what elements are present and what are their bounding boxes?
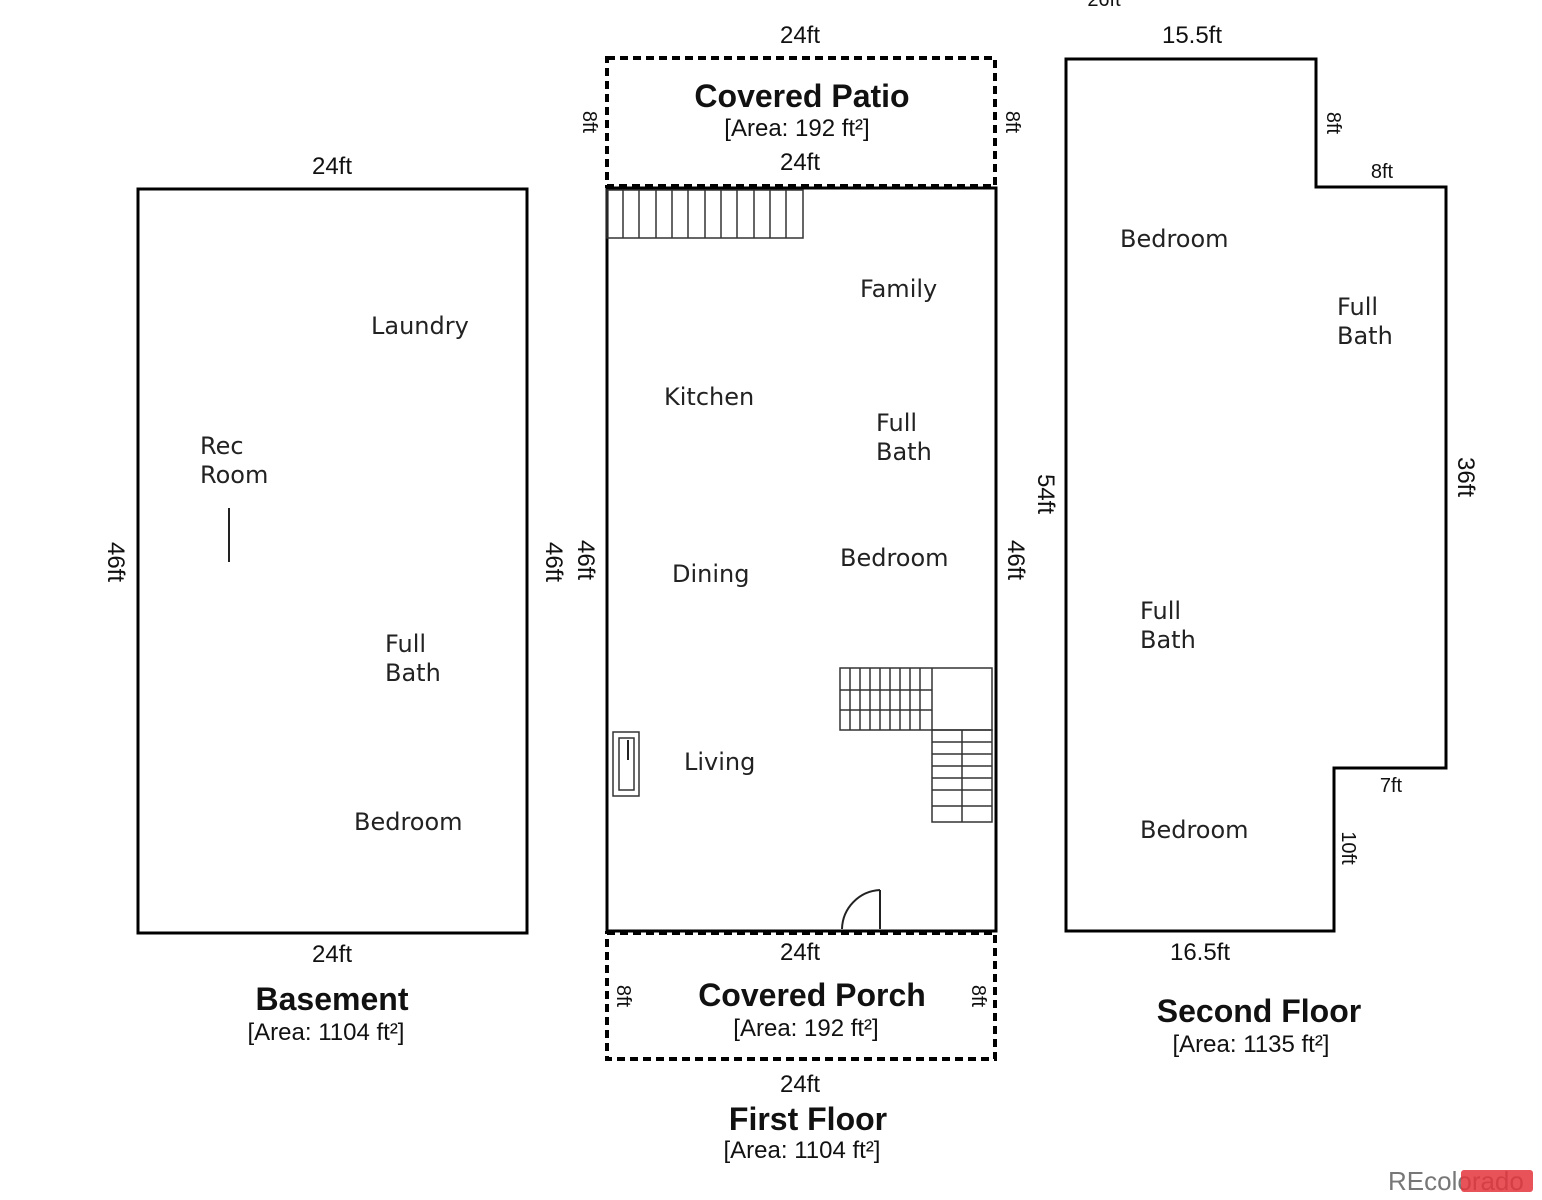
stairs-l-shaped (839, 667, 993, 823)
door-icon (841, 889, 881, 930)
basement-dim-left: 46ft (102, 542, 129, 582)
first-floor-title: First Floor (729, 1101, 887, 1137)
covered-porch-title: Covered Porch (698, 977, 926, 1013)
second-floor-dim-step-top-h: 8ft (1371, 161, 1394, 183)
first-floor-plan: 24ft 24ft 8ft 8ft Covered Patio [Area: 1… (572, 22, 1029, 1164)
first-floor-area: [Area: 1104 ft²] (724, 1137, 881, 1164)
covered-patio-area: [Area: 192 ft²] (724, 115, 869, 142)
first-floor-room-dining: Dining (672, 560, 749, 588)
first-floor-room-fullbath: Full (876, 409, 917, 437)
basement-dim-top: 24ft (312, 153, 352, 180)
basement-dim-bottom: 24ft (312, 941, 352, 968)
fireplace-icon (612, 731, 640, 797)
first-floor-outline (605, 186, 998, 933)
covered-patio-title: Covered Patio (694, 78, 909, 114)
porch-dim-bottom: 24ft (780, 1071, 820, 1098)
basement-room-fullbath-2: Bath (385, 659, 441, 687)
first-floor-room-bedroom: Bedroom (840, 544, 949, 572)
stairs-top (606, 189, 804, 239)
second-floor-room-fullbath-b: Full (1140, 597, 1181, 625)
first-floor-dim-left: 46ft (572, 540, 599, 580)
second-floor-plan: 26ft 15.5ft 8ft 8ft 54ft 36ft 7ft 10ft 1… (1032, 0, 1479, 1058)
second-floor-dim-top-cut: 26ft (1087, 0, 1121, 11)
basement-room-fullbath: Full (385, 630, 426, 658)
second-floor-dim-left: 54ft (1032, 474, 1059, 514)
porch-dim-top: 24ft (780, 939, 820, 966)
basement-title: Basement (256, 981, 409, 1017)
basement-dim-right: 46ft (540, 542, 567, 582)
first-floor-room-family: Family (860, 275, 937, 303)
basement-area: [Area: 1104 ft²] (248, 1019, 405, 1046)
porch-dim-right: 8ft (967, 985, 989, 1008)
covered-patio-outline (605, 56, 997, 188)
first-floor-room-fullbath-2: Bath (876, 438, 932, 466)
first-floor-room-kitchen: Kitchen (664, 383, 754, 411)
second-floor-room-fullbath-b-2: Bath (1140, 626, 1196, 654)
first-floor-dim-right: 46ft (1002, 540, 1029, 580)
second-floor-dim-step-bottom-v: 10ft (1337, 831, 1359, 865)
covered-porch-area: [Area: 192 ft²] (733, 1015, 878, 1042)
first-floor-room-living: Living (684, 748, 755, 776)
second-floor-room-bedroom: Bedroom (1120, 225, 1229, 253)
second-floor-dim-right: 36ft (1452, 457, 1479, 497)
second-floor-room-bedroom-b: Bedroom (1140, 816, 1249, 844)
second-floor-area: [Area: 1135 ft²] (1173, 1031, 1330, 1058)
basement-room-bedroom: Bedroom (354, 808, 463, 836)
basement-room-rec-2: Room (200, 461, 268, 489)
second-floor-dim-step-top-v: 8ft (1322, 112, 1344, 135)
basement-plan: 24ft 24ft 46ft 46ft Laundry Rec Room Ful… (102, 153, 567, 1046)
patio-dim-left: 8ft (578, 111, 600, 134)
basement-outline (136, 187, 529, 935)
patio-dim-top: 24ft (780, 22, 820, 49)
covered-porch-outline (605, 931, 997, 1061)
second-floor-room-fullbath-2: Bath (1337, 322, 1393, 350)
patio-dim-bottom: 24ft (780, 149, 820, 176)
second-floor-dim-step-bottom-h: 7ft (1380, 775, 1403, 797)
patio-dim-right: 8ft (1001, 111, 1023, 134)
porch-dim-left: 8ft (612, 985, 634, 1008)
basement-room-rec: Rec (200, 432, 244, 460)
second-floor-title: Second Floor (1157, 993, 1361, 1029)
second-floor-outline (1064, 57, 1448, 933)
watermark-logo: REcolorado (1388, 1166, 1533, 1196)
basement-room-laundry: Laundry (371, 312, 469, 340)
second-floor-room-fullbath: Full (1337, 293, 1378, 321)
second-floor-dim-top: 15.5ft (1162, 22, 1222, 49)
second-floor-dim-bottom: 16.5ft (1170, 939, 1230, 966)
